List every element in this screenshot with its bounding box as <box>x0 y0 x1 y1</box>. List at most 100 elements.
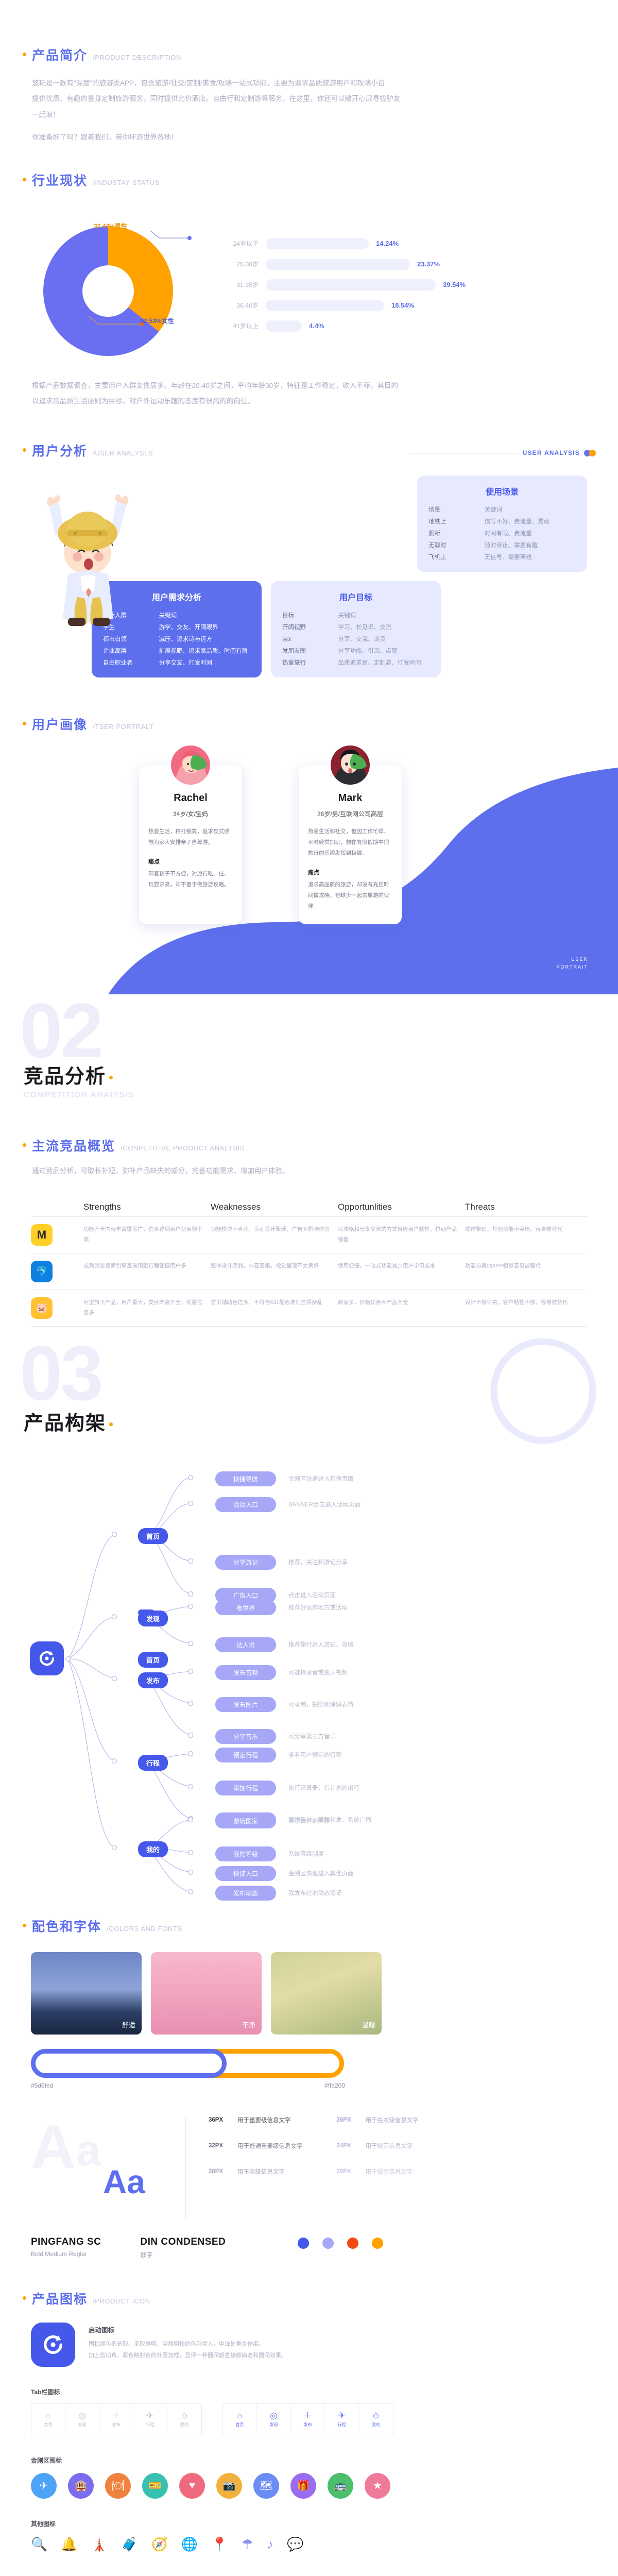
mindmap-leaf[interactable]: 活动入口 <box>215 1497 276 1512</box>
section-title-en: /PRODUCT ICON <box>93 2297 150 2305</box>
font-size-px: 32PX <box>209 2142 224 2149</box>
section-title-en: /INDUSTAY STATUS <box>93 178 160 187</box>
function-icon-gift[interactable]: 🎁 <box>290 2472 316 2499</box>
other-icon-umbrella[interactable]: ☂ <box>241 2536 253 2552</box>
tab-label: 行程 <box>337 2422 346 2427</box>
other-icon-search[interactable]: 🔍 <box>31 2536 48 2552</box>
tab-icon-publish-active[interactable]: ＋发布 <box>291 2403 325 2435</box>
cell: 地铁上 <box>428 518 447 525</box>
tab-icons-title: Tab栏图标 <box>31 2388 60 2396</box>
app-icon-desc-1: 图标颜色的选取，采取鲜明、突然明快的色彩填入，中锋处重合作用。 <box>89 2341 264 2347</box>
bullet-dot-icon <box>109 1076 113 1080</box>
col-head: 关键词 <box>159 612 177 619</box>
cell: 减压、追求诗与远方 <box>159 636 213 642</box>
mindmap-leaf[interactable]: 预定行程 <box>215 1747 276 1762</box>
tab-icon-mine[interactable]: ☺我的 <box>180 2410 189 2427</box>
male-callout-dot-icon <box>140 321 144 326</box>
function-icon-hotel[interactable]: 🏨 <box>68 2472 94 2499</box>
cell: 信号不好、费流量、晃动 <box>484 518 550 525</box>
mindmap-leaf[interactable]: 添加行程 <box>215 1780 276 1795</box>
traveler-illustration <box>31 476 160 630</box>
mindmap-leaf-desc: 推荐，关注和游记分享 <box>288 1559 348 1566</box>
pain-point-title: 痛点 <box>308 870 319 876</box>
mindmap-branch-2[interactable]: 发现 <box>138 1610 168 1626</box>
mindmap-leaf[interactable]: 分享音乐 <box>215 1728 276 1744</box>
mindmap-leaf[interactable]: 快捷导航 <box>215 1471 276 1486</box>
other-icon-globe[interactable]: 🌐 <box>181 2536 198 2552</box>
decorative-blob <box>0 768 618 995</box>
mood-label: 温暖 <box>362 2021 375 2029</box>
other-icon-bell[interactable]: 🔔 <box>61 2536 78 2552</box>
other-icon-pin[interactable]: 📍 <box>211 2536 228 2552</box>
cell: 时间有限、费流量 <box>484 530 532 537</box>
cell: 分享交友、打发时间 <box>159 659 213 666</box>
industry-charts: 37.47%男性 62.53%女性 24岁以下 14.24% 25-30岁 23… <box>0 206 618 361</box>
industry-status-heading: 行业现状 /INDUSTAY STATUS <box>0 173 618 188</box>
mindmap-leaf[interactable]: 发布音频 <box>215 1665 276 1680</box>
font-name-secondary: DIN CONDENSED <box>140 2236 226 2247</box>
mindmap-leaf[interactable]: 我的等级 <box>215 1846 276 1861</box>
mindmap-leaf[interactable]: 游玩国家 <box>215 1813 276 1828</box>
mindmap-branch-1[interactable]: 首页 <box>138 1528 168 1544</box>
bar-value-label: 4.4% <box>309 322 324 330</box>
section-title-cn: 行业现状 <box>32 173 88 188</box>
mindmap-leaf[interactable]: 分享游记 <box>215 1554 276 1570</box>
persona-card: Rachel 34岁/女/宝妈 热爱生活，精打细算，追求仪式感想为家人安排亲子自… <box>139 743 242 925</box>
mindmap-branch-3[interactable]: 发布 <box>138 1672 168 1688</box>
tab-label: 发布 <box>303 2422 312 2427</box>
two-dots-icon <box>584 449 597 456</box>
tab-icon-discover-active[interactable]: ◎发现 <box>257 2403 291 2435</box>
function-icon-bus[interactable]: 🚌 <box>328 2472 353 2499</box>
other-icon-tower[interactable]: 🗼 <box>91 2536 108 2552</box>
function-icon-map[interactable]: 🗺 <box>253 2472 279 2499</box>
swot-row: 🐷 阿里旗下产品，用户量大，类目丰富齐全，优惠信息多 首页辅助色过多，不符合63… <box>31 1289 587 1327</box>
mindmap-branch-4[interactable]: 行程 <box>138 1754 168 1771</box>
mindmap-leaf[interactable]: 快捷入口 <box>215 1866 276 1881</box>
mindmap-leaf-desc: 点击进入活动页面 <box>288 1592 336 1599</box>
mindmap-leaf[interactable]: 发布图片 <box>215 1697 276 1712</box>
font-size-use: 用于提示信息文字 <box>365 2168 413 2175</box>
tab-icon-publish[interactable]: ＋发布 <box>99 2403 133 2435</box>
mindmap-branch-home[interactable]: 首页 <box>138 1651 168 1668</box>
cell: 都市白领 <box>103 636 127 642</box>
bar-category-label: 36-40岁 <box>236 302 259 309</box>
section-number-watermark: 03 <box>20 1329 104 1416</box>
function-icon-heart[interactable]: ♥ <box>179 2472 205 2499</box>
swot-header-row: Strengths Weaknesses Opportunlities Thre… <box>31 1202 587 1216</box>
tab-icon-home[interactable]: ⌂首页 <box>31 2403 65 2435</box>
col-head: 关键词 <box>484 506 503 513</box>
col-head: 目标 <box>282 612 294 619</box>
bar-row: 24岁以下 14.24% <box>227 238 587 249</box>
primary-hex-label: #5d6fed <box>31 2081 54 2089</box>
function-icon-plane[interactable]: ✈ <box>31 2472 57 2499</box>
swot-cell-strength: 成熟旅游搜索引擎查询预定行程便捷用户多 <box>83 1262 186 1269</box>
card-title: 用户需求分析 <box>151 594 201 603</box>
section-title-cn: 产品图标 <box>32 2292 88 2307</box>
tab-icon-trip-active[interactable]: ✈行程 <box>325 2403 359 2435</box>
mafengwo-app-icon: M <box>31 1224 53 1246</box>
bar-row: 25-30岁 23.37% <box>227 258 587 270</box>
mindmap-branch-5[interactable]: 我的 <box>138 1841 168 1857</box>
other-icon-compass[interactable]: 🧭 <box>151 2536 168 2552</box>
tab-icon-home-active[interactable]: ⌂首页 <box>223 2403 257 2435</box>
other-icon-music[interactable]: ♪ <box>266 2536 273 2552</box>
product-icon-section: 产品图标 /PRODUCT ICON 启动图标 图标颜色的选取，采取鲜明、突然明… <box>0 2259 618 2576</box>
font-size-use: 用于在次级信息文字 <box>365 2117 419 2124</box>
function-icon-camera[interactable]: 📷 <box>216 2472 242 2499</box>
app-launcher-icon <box>31 2322 75 2367</box>
function-icon-ticket[interactable]: 🎫 <box>142 2472 168 2499</box>
mindmap-leaf[interactable]: 看世界 <box>215 1600 276 1615</box>
avatar <box>168 743 213 788</box>
other-icon-suitcase[interactable]: 🧳 <box>121 2536 138 2552</box>
mindmap-leaf[interactable]: 达人说 <box>215 1637 276 1652</box>
other-icon-chat[interactable]: 💬 <box>286 2536 304 2552</box>
function-icon-star[interactable]: ★ <box>365 2472 390 2499</box>
tab-icon-mine-active[interactable]: ☺我的 <box>371 2410 381 2427</box>
tab-icon-discover[interactable]: ◎发现 <box>65 2403 99 2435</box>
function-icon-food[interactable]: 🍽 <box>105 2472 131 2499</box>
tab-icon-trip[interactable]: ✈行程 <box>133 2403 167 2435</box>
mindmap-leaf[interactable]: 发布动态 <box>215 1885 276 1901</box>
tab-label: 我的 <box>372 2422 380 2427</box>
palette-swatch <box>322 2237 334 2249</box>
section-title-cn: 用户画像 <box>32 718 88 733</box>
